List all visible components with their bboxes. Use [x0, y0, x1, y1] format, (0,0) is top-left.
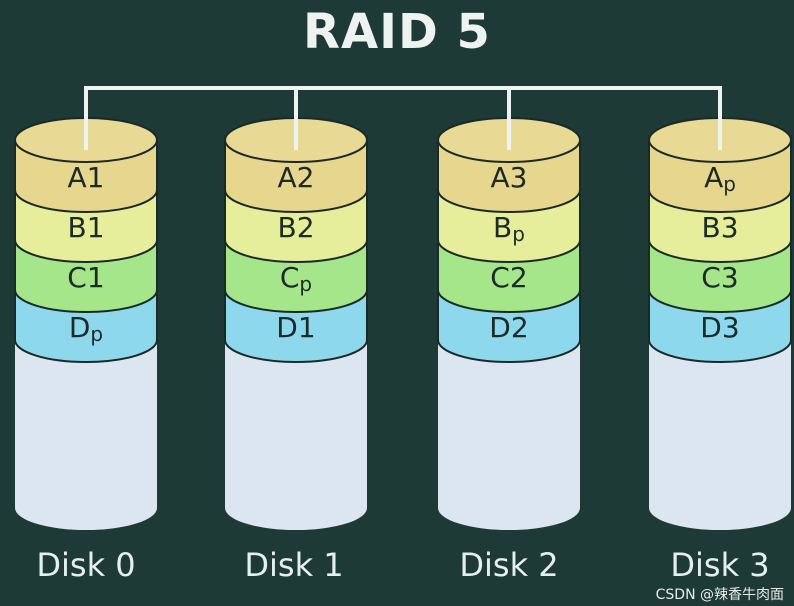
block-label: B1 — [67, 211, 104, 244]
disk-label: Disk 1 — [244, 546, 344, 584]
watermark: CSDN @辣香牛肉面 — [655, 587, 784, 603]
block-label: Ap — [704, 161, 736, 196]
disk-body — [438, 340, 580, 530]
block-label: D3 — [700, 311, 739, 344]
block-label: A1 — [68, 161, 105, 194]
block-label: Cp — [280, 261, 312, 296]
block-label: B3 — [701, 211, 738, 244]
block-label: Dp — [69, 311, 103, 346]
block-label: Bp — [493, 211, 525, 246]
block-label: A3 — [491, 161, 528, 194]
disk-body — [225, 340, 367, 530]
block-label: D2 — [489, 311, 528, 344]
block-label: C3 — [701, 261, 738, 294]
block-label: A2 — [278, 161, 315, 194]
disk-body — [649, 340, 791, 530]
block-label: B2 — [277, 211, 314, 244]
connector-line — [84, 86, 722, 148]
disk-label: Disk 3 — [670, 546, 770, 584]
diagram-title: RAID 5 — [303, 4, 491, 60]
disk-body — [15, 340, 157, 530]
disk-label: Disk 2 — [459, 546, 559, 584]
block-label: C2 — [490, 261, 527, 294]
block-label: C1 — [67, 261, 104, 294]
block-label: D1 — [276, 311, 315, 344]
disk-label: Disk 0 — [36, 546, 136, 584]
